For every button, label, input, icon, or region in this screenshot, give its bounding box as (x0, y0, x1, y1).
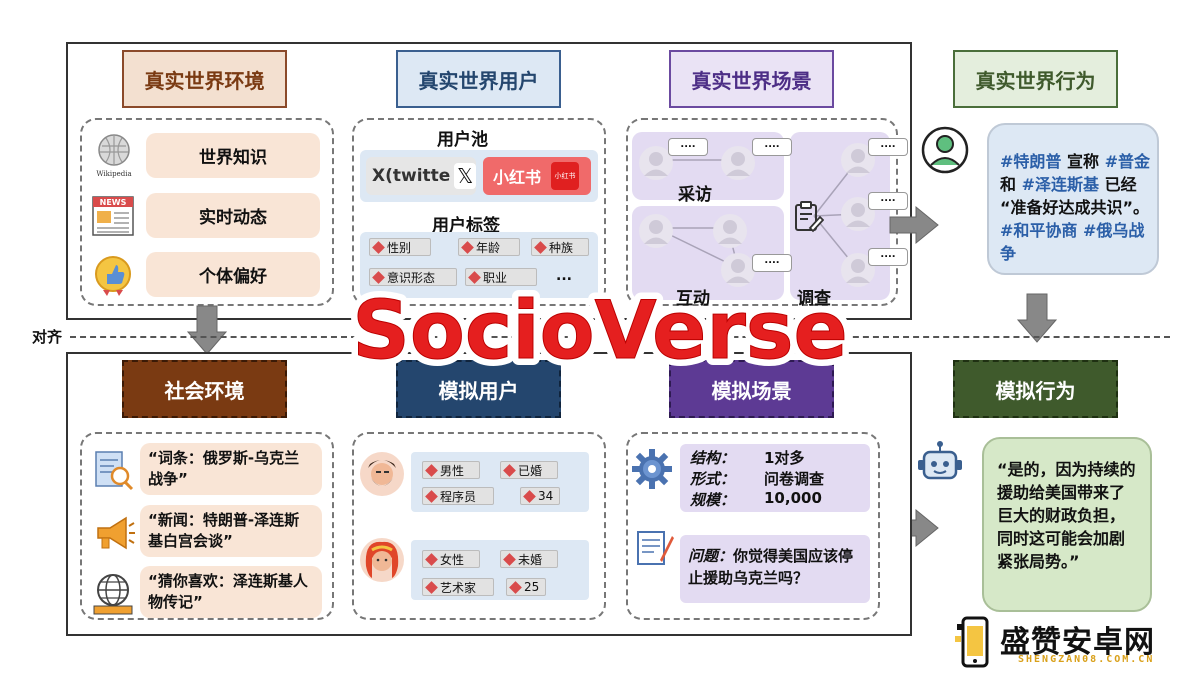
sim-user-tag: 男性 (422, 461, 480, 479)
xiaohongshu-platform: 小红书 小红书 (483, 157, 591, 195)
env-item-world-knowledge: 世界知识 (146, 133, 320, 178)
speech-dots-icon: .... (868, 192, 908, 210)
document-search-icon (90, 448, 136, 498)
x-twitter-label: X(twitte (372, 166, 451, 186)
svg-text:NEWS: NEWS (100, 198, 127, 207)
user-tags-more: ... (556, 268, 572, 284)
scene-question: 问题：你觉得美国应该停止援助乌克兰吗？ (688, 547, 854, 587)
gear-icon (630, 447, 674, 495)
female-user-avatar-icon (358, 536, 406, 588)
right-arrow-icon (889, 205, 939, 245)
user-avatar-icon (638, 213, 674, 253)
align-divider (70, 336, 1170, 338)
scene-question-card (680, 535, 870, 603)
x-logo-icon: 𝕏 (454, 163, 476, 189)
user-tag-occupation: 职业 (465, 268, 537, 286)
real-world-scene-header: 真实世界场景 (669, 50, 834, 108)
sim-user-tag: 女性 (422, 550, 480, 568)
sim-user-tag: 未婚 (500, 550, 558, 568)
simulated-behavior-bubble (982, 437, 1152, 612)
real-world-environment-box (80, 118, 334, 306)
scene-key-format: 形式： (690, 470, 736, 488)
real-world-users-header: 真实世界用户 (396, 50, 561, 108)
svg-text:SocioVerse: SocioVerse (352, 284, 848, 377)
watermark-url: SHENGZAN08.COM.CN (1018, 654, 1155, 665)
scene-key-structure: 结构： (690, 449, 736, 467)
down-arrow-icon (186, 305, 228, 355)
real-world-scene-box (626, 118, 898, 306)
simulated-scene-header: 模拟场景 (669, 360, 834, 418)
sim-user-tag: 34 (520, 487, 560, 505)
sim-user-tag: 艺术家 (422, 578, 494, 596)
watermark-name: 盛赞安卓网 (1000, 625, 1155, 660)
simulated-behavior-header: 模拟行为 (953, 360, 1118, 418)
env-item-personal-preference: 个体偏好 (146, 252, 320, 297)
simulated-users-header: 模拟用户 (396, 360, 561, 418)
social-environment-header: 社会环境 (122, 360, 287, 418)
user-tag-age: 年龄 (458, 238, 520, 256)
sim-user-tag: 程序员 (422, 487, 494, 505)
speech-dots-icon: .... (868, 248, 908, 266)
scene-label-survey: 调查 (797, 289, 831, 309)
xiaohongshu-logo-icon: 小红书 (551, 162, 580, 190)
user-tags-title: 用户标签 (432, 216, 500, 236)
user-tag-ethnicity: 种族 (531, 238, 589, 256)
speech-dots-icon: .... (752, 138, 792, 156)
simulated-scene-box (626, 432, 880, 620)
sim-user-tag: 25 (506, 578, 546, 596)
real-behavior-text: #特朗普 宣称 #普金 和 #泽连斯基 已经 “准备好达成共识”。#和平协商 #… (1000, 152, 1150, 263)
scene-config-card (680, 444, 870, 512)
scene-label-interaction: 互动 (676, 289, 710, 309)
scene-value-scale: 10,000 (764, 489, 822, 507)
speech-dots-icon: .... (752, 254, 792, 272)
down-arrow-icon (1016, 293, 1058, 343)
user-avatar-icon (840, 252, 876, 292)
survey-clipboard-icon (790, 200, 825, 238)
user-avatar-icon (720, 145, 756, 185)
xiaohongshu-label: 小红书 (493, 168, 542, 187)
news-icon: NEWS (90, 193, 136, 239)
env-item-realtime-news: 实时动态 (146, 193, 320, 238)
male-user-avatar-icon (358, 450, 406, 502)
x-twitter-platform: X(twitte 𝕏 (366, 157, 476, 195)
user-tag-ideology: 意识形态 (369, 268, 457, 286)
scene-label-interview: 采访 (678, 185, 712, 205)
user-pool-title: 用户池 (437, 130, 488, 150)
speech-dots-icon: .... (868, 138, 908, 156)
social-environment-box (80, 432, 334, 620)
megaphone-icon (90, 510, 136, 560)
real-world-behavior-header: 真实世界行为 (953, 50, 1118, 108)
socioverse-title: SocioVerse SocioVerse (345, 277, 855, 384)
real-behavior-bubble (987, 123, 1159, 275)
person-avatar-icon (920, 125, 970, 179)
user-avatar-icon (720, 252, 756, 292)
questionnaire-icon (632, 526, 674, 572)
watermark-phone-icon (955, 614, 995, 674)
user-avatar-icon (840, 196, 876, 236)
real-world-environment-header: 真实世界环境 (122, 50, 287, 108)
user-avatar-icon (638, 145, 674, 185)
social-env-news-entry: “新闻：特朗普-泽连斯基白宫会谈” (140, 505, 322, 557)
simulated-behavior-text: “是的，因为持续的援助给美国带来了巨大的财政负担，同时这可能会加剧紧张局势。” (997, 460, 1136, 571)
robot-icon (915, 440, 965, 494)
speech-dots-icon: .... (668, 138, 708, 156)
simulated-users-box (352, 432, 606, 620)
user-tag-gender: 性别 (369, 238, 431, 256)
thumbs-up-badge-icon (90, 252, 136, 298)
user-avatar-icon (840, 142, 876, 182)
wikipedia-icon: Wikipedia (90, 130, 138, 178)
web-globe-icon (90, 570, 136, 620)
social-env-wiki-entry: “词条：俄罗斯-乌克兰战争” (140, 443, 322, 495)
scene-value-structure: 1对多 (764, 449, 805, 467)
real-world-users-box (352, 118, 606, 306)
social-env-recommendation-entry: “猜你喜欢：泽连斯基人物传记” (140, 566, 322, 618)
svg-text:Wikipedia: Wikipedia (96, 170, 131, 178)
align-label: 对齐 (32, 328, 63, 346)
scene-key-scale: 规模： (690, 491, 736, 509)
svg-text:SocioVerse: SocioVerse (352, 284, 848, 377)
sim-user-tag: 已婚 (500, 461, 558, 479)
user-avatar-icon (712, 213, 748, 253)
scene-value-format: 问卷调查 (764, 470, 825, 488)
